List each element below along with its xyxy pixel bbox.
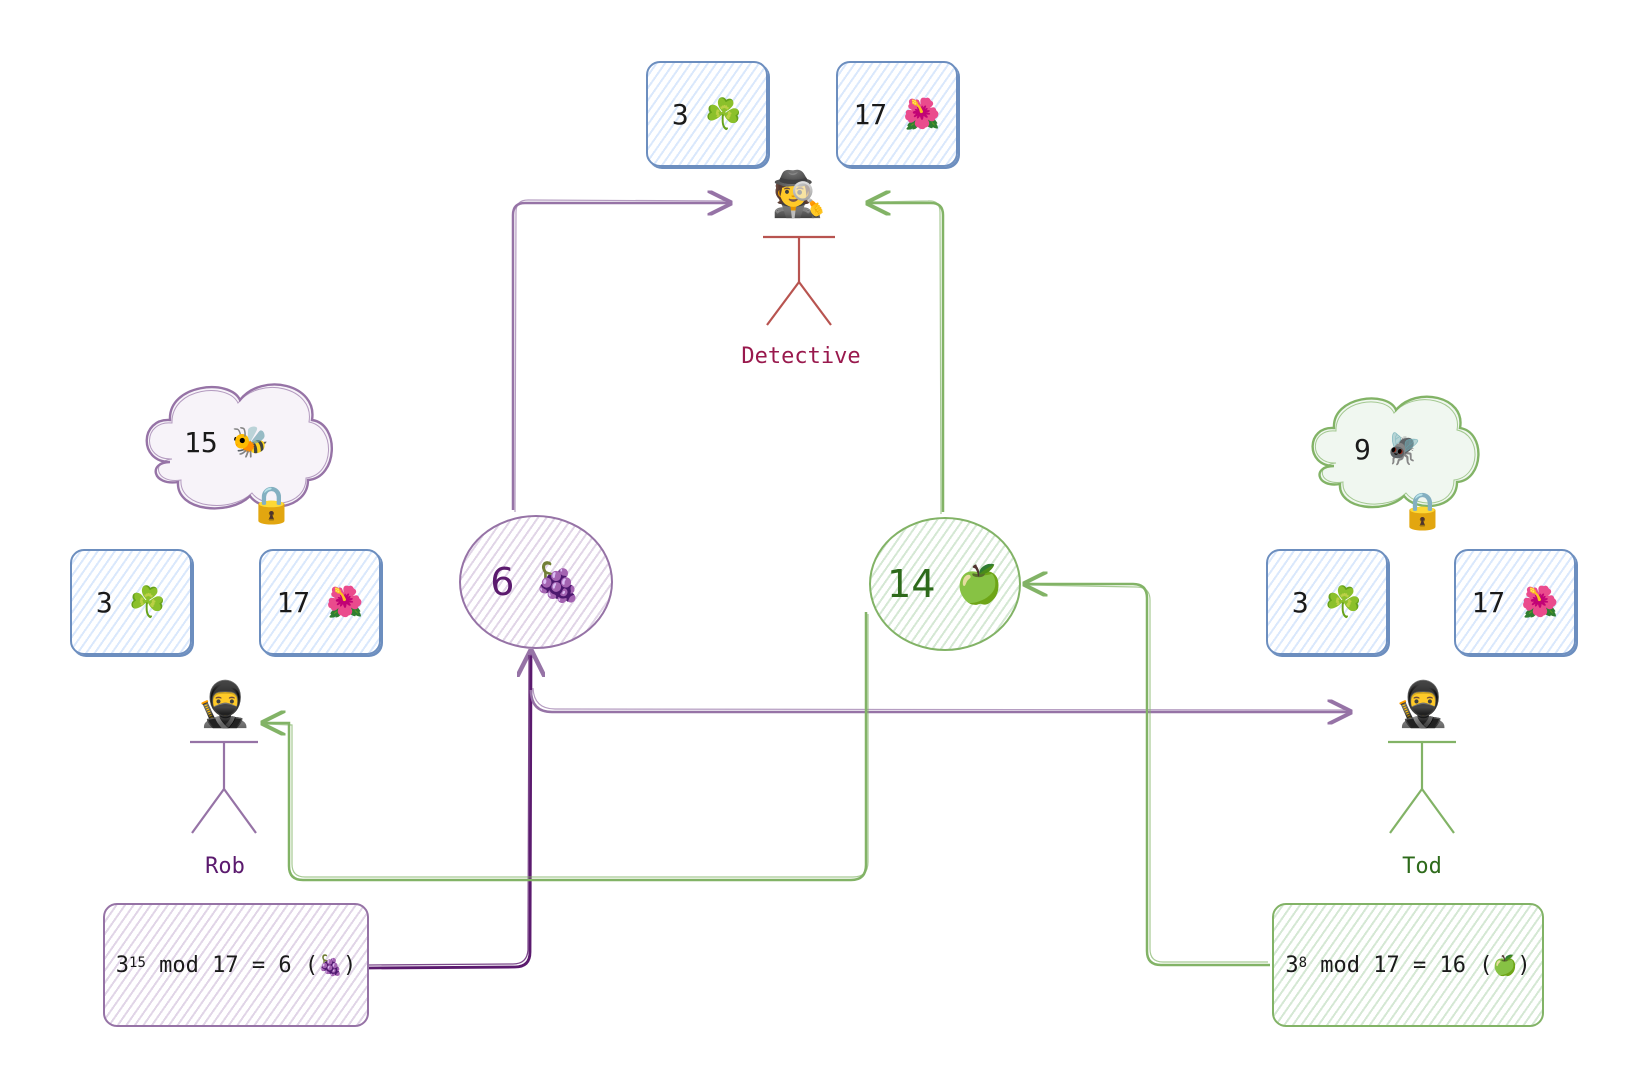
bee-icon: 🐝 [231,425,270,460]
tod-formula-exponent: 8 [1298,955,1308,971]
ninja-icon: 🥷 [196,679,252,730]
rob-public-value-circle: 6 🍇 [459,515,613,649]
shamrock-icon: ☘️ [1324,584,1363,620]
green-apple-icon: 🍏 [955,561,1003,606]
hibiscus-icon: 🌺 [326,584,364,620]
rob-to-detective-arrow [511,203,730,510]
rob-formula-text: mod 17 = 6 ( [145,952,319,978]
tod-secret-value: 9 [1354,433,1371,466]
detective-modulus-value: 17 [853,97,888,131]
fly-icon: 🪰 [1384,432,1423,467]
rob-public-value: 6 [490,560,515,604]
tod-secret-cloud [1311,395,1480,509]
tod-public-value: 14 [887,562,936,606]
tod-to-detective-arrow [868,203,945,512]
rob-secret: 15 🐝 [184,425,269,460]
tod-formula-text: mod 17 = 16 ( [1307,952,1493,978]
detective-stick-figure [763,235,835,326]
rob-base-box: 3 ☘️ [70,549,192,655]
rob-formula-to-value-arrow [368,652,531,970]
tod-formula-to-value-arrow [1025,584,1270,967]
detective-base-value: 3 [671,97,689,131]
tod-public-value-circle: 14 🍏 [869,517,1021,651]
detective-icon: 🕵️ [771,169,827,220]
rob-lock-icon: 🔒 [249,485,294,526]
detective-base-box: 3 ☘️ [646,61,768,167]
detective-modulus-box: 17 🌺 [836,61,958,167]
rob-secret-value: 15 [184,426,218,459]
ninja-icon: 🥷 [1394,679,1450,730]
rob-formula-exponent: 15 [129,955,146,971]
detective-label: Detective [741,344,861,369]
tod-modulus-box: 17 🌺 [1454,549,1576,655]
tod-base-value: 3 [1291,585,1309,619]
tod-base-box: 3 ☘️ [1266,549,1388,655]
tod-stick-figure [1388,740,1456,834]
green-apple-icon: 🍏 [1492,953,1518,977]
shamrock-icon: ☘️ [128,584,167,620]
hibiscus-icon: 🌺 [1521,584,1559,620]
rob-formula-close: ) [342,952,357,978]
grapes-icon: 🍇 [534,559,582,604]
tod-formula-base: 3 [1285,952,1299,978]
grapes-icon: 🍇 [318,953,343,977]
rob-modulus-box: 17 🌺 [259,549,381,655]
tod-modulus-value: 17 [1471,585,1506,619]
tod-formula-close: ) [1517,952,1531,978]
rob-label: Rob [205,854,245,879]
shamrock-icon: ☘️ [704,96,743,132]
tod-label: Tod [1402,854,1442,879]
rob-formula-base: 3 [115,952,130,978]
rob-secret-cloud [145,383,333,510]
tod-secret: 9 🪰 [1354,432,1422,467]
rob-base-value: 3 [95,585,113,619]
hibiscus-icon: 🌺 [903,96,941,132]
tod-lock-icon: 🔒 [1400,491,1445,532]
rob-value-to-tod-arrow [529,689,1350,712]
rob-stick-figure [190,740,258,834]
rob-modulus-value: 17 [276,585,311,619]
